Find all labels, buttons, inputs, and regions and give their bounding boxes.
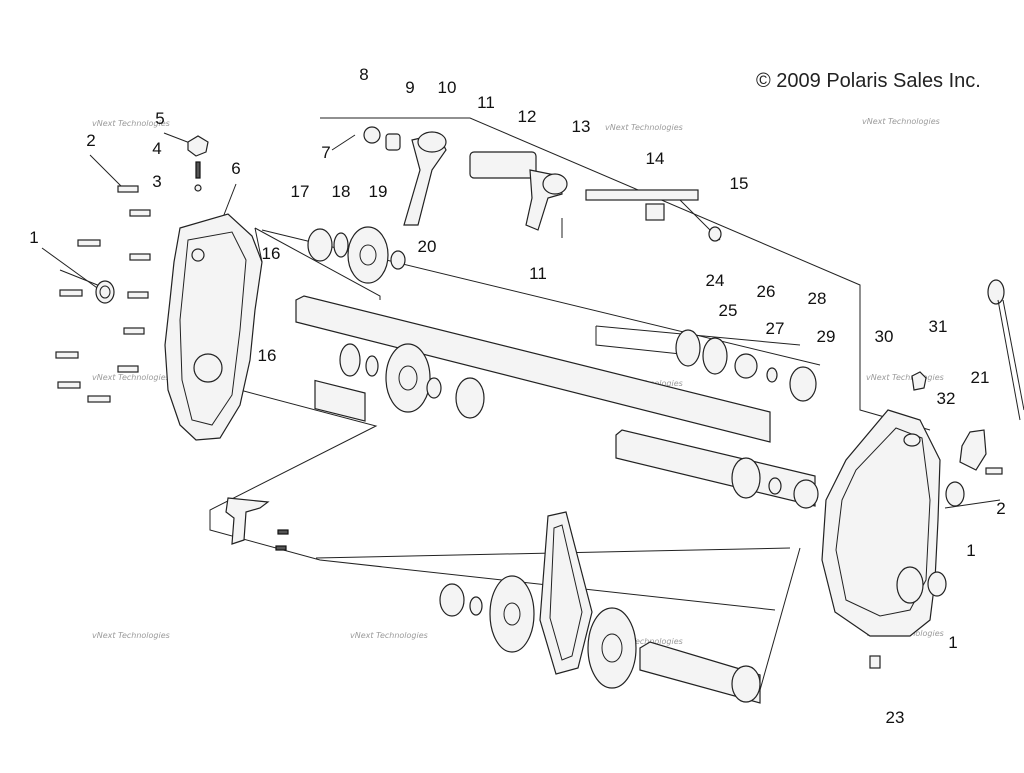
dipstick xyxy=(987,279,1024,421)
callout-13: 13 xyxy=(572,117,591,136)
callout-3: 3 xyxy=(152,172,161,191)
chain-and-lower-gears xyxy=(439,511,761,703)
callout-25: 25 xyxy=(719,301,738,320)
callout-32: 32 xyxy=(937,389,956,408)
callout-6: 6 xyxy=(231,159,240,178)
left-case-housing xyxy=(164,213,263,441)
watermark-text: vNext Technologies xyxy=(92,631,170,640)
callout-21: 21 xyxy=(971,368,990,387)
callout-20: 20 xyxy=(418,237,437,256)
callout-14: 14 xyxy=(646,149,665,168)
callout-16: 16 xyxy=(262,244,281,263)
callout-27: 27 xyxy=(766,319,785,338)
callout-10: 10 xyxy=(438,78,457,97)
watermark-text: vNext Technologies xyxy=(605,637,683,646)
watermark-text: vNext Technologies xyxy=(350,631,428,640)
watermark-text: vNext Technologies xyxy=(866,373,944,382)
callout-12: 12 xyxy=(518,107,537,126)
callout-8: 8 xyxy=(359,65,368,84)
bracket xyxy=(225,497,289,551)
callout-28: 28 xyxy=(808,289,827,308)
callout-11: 11 xyxy=(529,264,547,283)
callout-15: 15 xyxy=(730,174,749,193)
right-case-housing xyxy=(821,371,1003,669)
callout-1: 1 xyxy=(966,541,975,560)
left-bolts xyxy=(55,135,209,403)
callout-24: 24 xyxy=(706,271,725,290)
watermark-text: vNext Technologies xyxy=(605,123,683,132)
watermark-text: vNext Technologies xyxy=(92,119,170,128)
watermark-text: vNext Technologies xyxy=(862,117,940,126)
copyright-notice: © 2009 Polaris Sales Inc. xyxy=(756,70,981,92)
callout-1: 1 xyxy=(948,633,957,652)
callout-17: 17 xyxy=(291,182,310,201)
callout-19: 19 xyxy=(369,182,388,201)
callout-26: 26 xyxy=(757,282,776,301)
callout-5: 5 xyxy=(155,109,164,128)
shift-fork-assembly xyxy=(363,126,722,242)
callout-11: 11 xyxy=(477,93,495,112)
middle-gear-group xyxy=(339,329,819,509)
main-shafts xyxy=(295,295,816,704)
callout-30: 30 xyxy=(875,327,894,346)
callout-18: 18 xyxy=(332,182,351,201)
callout-31: 31 xyxy=(929,317,948,336)
callout-9: 9 xyxy=(405,78,414,97)
callout-29: 29 xyxy=(817,327,836,346)
callout-7: 7 xyxy=(321,143,330,162)
callout-4: 4 xyxy=(152,139,161,158)
callout-1: 1 xyxy=(29,228,38,247)
upper-gear-group xyxy=(307,226,406,284)
callout-2: 2 xyxy=(996,499,1005,518)
callout-23: 23 xyxy=(886,708,905,727)
callout-2: 2 xyxy=(86,131,95,150)
callout-16: 16 xyxy=(258,346,277,365)
watermark-text: vNext Technologies xyxy=(92,373,170,382)
